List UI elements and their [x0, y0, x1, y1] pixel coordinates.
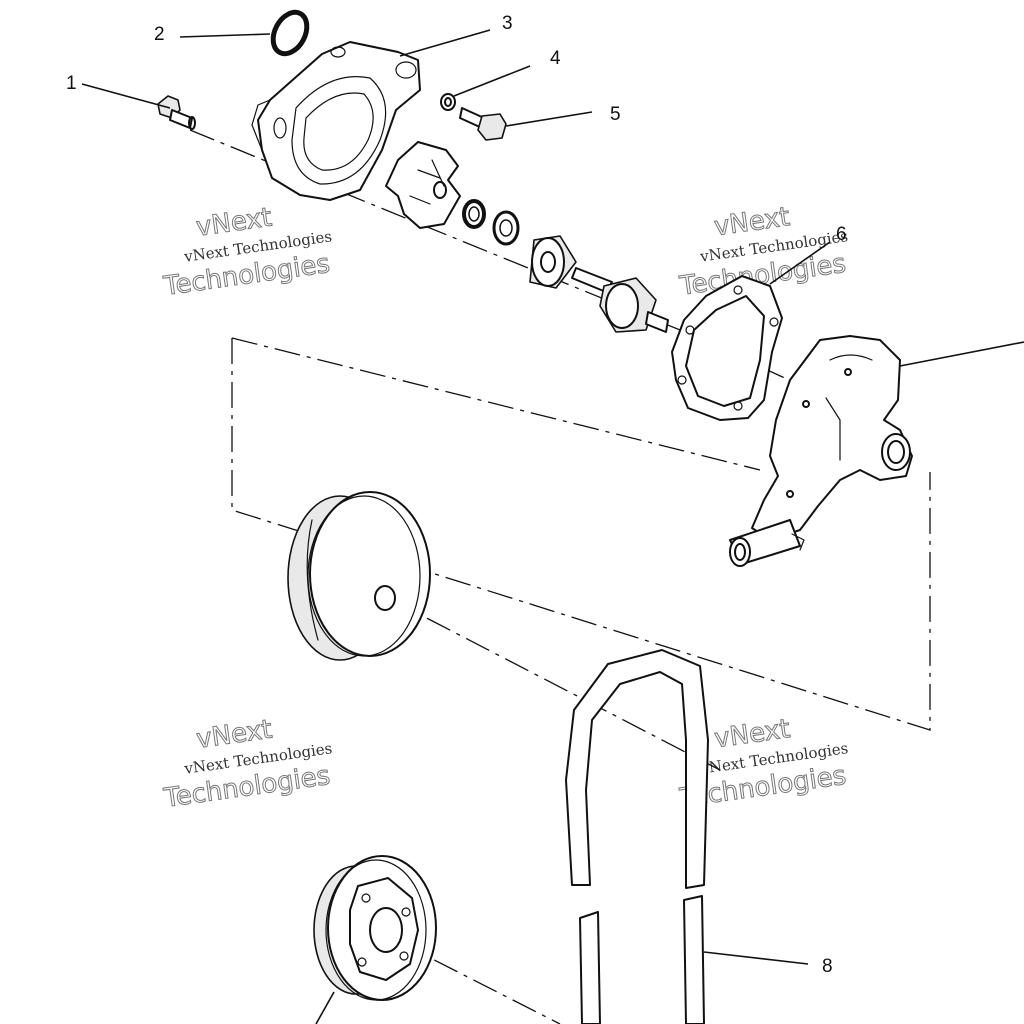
- bolt-part-5: [459, 107, 507, 141]
- pump-housing: [729, 335, 913, 567]
- leader-5: [505, 111, 593, 127]
- leader-1: [81, 83, 171, 109]
- leader-2: [179, 33, 271, 38]
- v-belt-part-8: [565, 649, 709, 1024]
- callout-4: 4: [550, 48, 561, 69]
- leader-3: [399, 29, 491, 57]
- crankshaft-pulley: [313, 855, 437, 1001]
- pump-shaft: [571, 267, 669, 333]
- seal-ring-small: [462, 199, 486, 229]
- leader-crank-pulley: [315, 991, 335, 1024]
- leader-lines: [81, 29, 1024, 1024]
- watermark-top-left: vNext vNext Technologies Technologies: [161, 202, 333, 302]
- fitting-part-1: [157, 95, 196, 130]
- leader-6: [769, 241, 831, 285]
- callout-2: 2: [154, 24, 165, 45]
- water-pump-pulley: [287, 491, 431, 661]
- washer-part-4: [440, 93, 456, 111]
- leader-4: [453, 65, 531, 97]
- bracket-centerline: [231, 338, 931, 731]
- upper-bracket-line: [231, 337, 761, 471]
- gasket-part-6: [671, 275, 783, 421]
- callout-8: 8: [822, 956, 833, 977]
- callout-6: 6: [836, 224, 847, 245]
- axis-line-pulley: [387, 597, 721, 771]
- callout-5: 5: [610, 104, 621, 125]
- pump-cover-part-3: [251, 41, 421, 201]
- watermark-bottom-left: vNext vNext Technologies Technologies: [161, 714, 333, 814]
- leader-8: [703, 951, 809, 965]
- callout-labels: 1 2 3 4 5 6 8: [66, 13, 847, 977]
- callout-1: 1: [66, 73, 77, 94]
- axis-line-crank-pulley: [394, 939, 561, 1024]
- leader-housing: [899, 341, 1024, 367]
- bearing: [529, 235, 577, 289]
- seal-ring-medium: [492, 210, 520, 246]
- impeller: [385, 141, 461, 229]
- callout-3: 3: [502, 13, 513, 34]
- o-ring-part-2: [270, 9, 310, 57]
